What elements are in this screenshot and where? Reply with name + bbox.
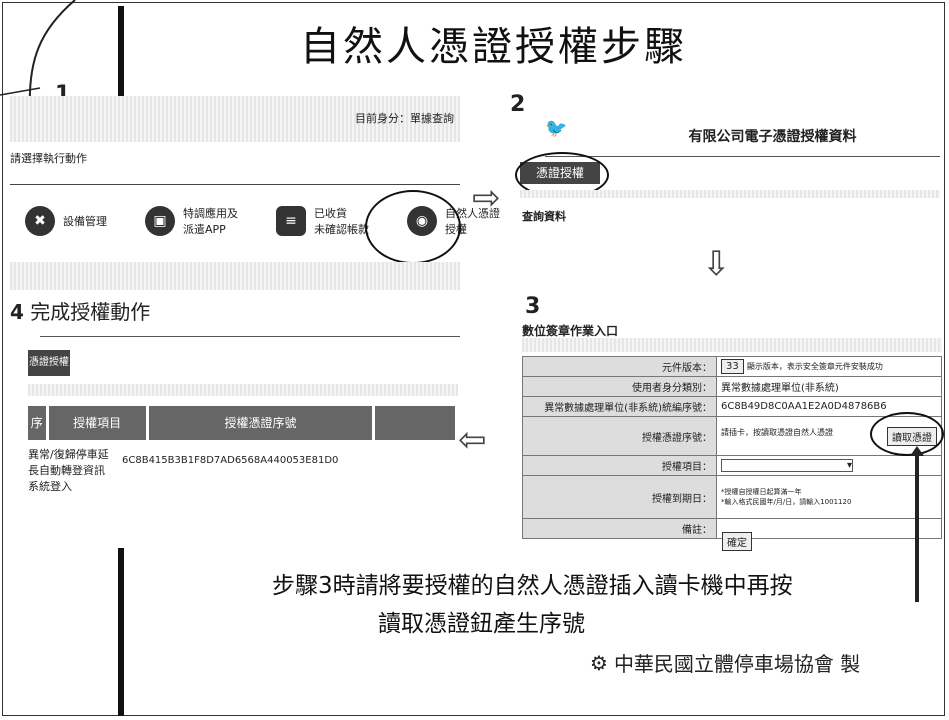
arrow-right-icon: ⇨ xyxy=(472,178,501,218)
query-data-label: 查詢資料 xyxy=(522,210,566,223)
step1-banner xyxy=(10,96,460,142)
form-row: 異常數據處理單位(非系統)統編序號：6C8B49D8C0AA1E2A0D4878… xyxy=(522,396,942,417)
identity-field[interactable]: 異常數據處理單位(非系統) xyxy=(716,376,942,397)
pointer-arrowhead xyxy=(910,446,924,456)
form-label: 異常數據處理單位(非系統)統編序號： xyxy=(522,396,717,417)
table-row: 異常/復歸停車延長自動轉登資訊系統登入 6C8B415B3B1F8D7AD656… xyxy=(28,446,338,494)
step2-header-row: 🐦 有限公司電子憑證授權資料 xyxy=(545,118,940,157)
form-row: 使用者身分類別：異常數據處理單位(非系統) xyxy=(522,376,942,397)
serial-note: 請插卡，按讀取憑證自然人憑證 xyxy=(721,427,833,437)
form-label: 授權憑證序號： xyxy=(522,416,717,456)
step2-header: 有限公司電子憑證授權資料 xyxy=(688,129,857,145)
result-table-header: 序 授權項目 授權憑證序號 xyxy=(28,406,458,440)
menu-item-app[interactable]: ▣ 特調應用及 派遣APP xyxy=(145,205,238,237)
action-prompt: 請選擇執行動作 xyxy=(10,150,460,185)
column-header: 授權項目 xyxy=(48,406,149,440)
form-row: 授權項目：▾ xyxy=(522,455,942,476)
form-label: 使用者身分類別： xyxy=(522,376,717,397)
association-logo-icon: ⚙ xyxy=(590,650,608,675)
form-label: 授權到期日： xyxy=(522,475,717,519)
serial-cell: 6C8B415B3B1F8D7AD6568A440053E81D0 xyxy=(122,455,339,466)
form-label: 元件版本： xyxy=(522,356,717,377)
page-title: 自然人憑證授權步驟 xyxy=(300,24,687,70)
form-value: 33 顯示版本，表示安全簽章元件安裝成功 xyxy=(716,356,942,377)
app-icon: ▣ xyxy=(145,206,175,236)
footer-text: 中華民國立體停車場協會 製 xyxy=(613,652,861,676)
step2-number: 2 xyxy=(510,92,526,117)
form-label: 備註： xyxy=(522,518,717,539)
step3-number: 3 xyxy=(525,294,541,319)
certificate-authorize-button[interactable]: 憑證授權 xyxy=(28,350,70,376)
divider-bar xyxy=(118,548,124,716)
step4-underline xyxy=(40,336,460,337)
submit-button[interactable]: 確定 xyxy=(722,532,752,551)
step3-header: 數位簽章作業入口 xyxy=(522,324,619,338)
menu-item-equipment[interactable]: ✖ 設備管理 xyxy=(25,205,107,237)
column-header: 授權憑證序號 xyxy=(148,406,376,440)
step2-stripe xyxy=(520,190,940,198)
certificate-form: 元件版本：33 顯示版本，表示安全簽章元件安裝成功 使用者身分類別：異常數據處理… xyxy=(522,356,942,539)
instruction-line-2: 讀取憑證鈕產生序號 xyxy=(378,611,585,637)
column-header: 序 xyxy=(28,406,49,440)
arrow-left-icon: ⇦ xyxy=(458,420,487,460)
form-label: 授權項目： xyxy=(522,455,717,476)
step4-stripe xyxy=(28,384,458,396)
step4-heading: 4 完成授權動作 xyxy=(10,296,150,325)
form-row: 元件版本：33 顯示版本，表示安全簽章元件安裝成功 xyxy=(522,356,942,377)
step1-footer-band xyxy=(10,262,460,290)
list-icon: ≡ xyxy=(276,206,306,236)
user-identity: 目前身分：單據查詢 xyxy=(355,112,454,125)
form-row: 備註： xyxy=(522,518,942,539)
version-field[interactable]: 33 xyxy=(721,359,744,374)
pointer-line xyxy=(915,452,919,602)
decorative-arc xyxy=(0,0,76,110)
highlight-oval xyxy=(870,412,944,456)
arrow-down-icon: ⇩ xyxy=(702,244,731,284)
step4-label: 完成授權動作 xyxy=(30,300,151,324)
form-row: 授權到期日：*授權自授權日起算滿一年 *輸入格式民國年/月/日，請輸入10011… xyxy=(522,475,942,519)
expiry-note: *授權自授權日起算滿一年 *輸入格式民國年/月/日，請輸入1001120 xyxy=(716,475,942,519)
instruction-line-1: 步驟3時請將要授權的自然人憑證插入讀卡機中再按 xyxy=(272,573,793,599)
step4-number: 4 xyxy=(10,300,24,324)
column-header xyxy=(375,406,458,440)
remark-field[interactable] xyxy=(716,518,942,539)
auth-item-select[interactable]: ▾ xyxy=(716,455,942,476)
step3-stripe xyxy=(522,338,942,352)
footer: ⚙ 中華民國立體停車場協會 製 xyxy=(590,648,860,677)
bird-icon: 🐦 xyxy=(545,118,568,139)
auth-item-cell: 異常/復歸停車延長自動轉登資訊系統登入 xyxy=(28,448,109,493)
tools-icon: ✖ xyxy=(25,206,55,236)
version-note: 顯示版本，表示安全簽章元件安裝成功 xyxy=(746,362,883,371)
menu-item-unconfirmed[interactable]: ≡ 已收貨 未確認帳款 xyxy=(276,205,369,237)
highlight-oval xyxy=(365,190,461,264)
divider-bar xyxy=(118,6,124,98)
